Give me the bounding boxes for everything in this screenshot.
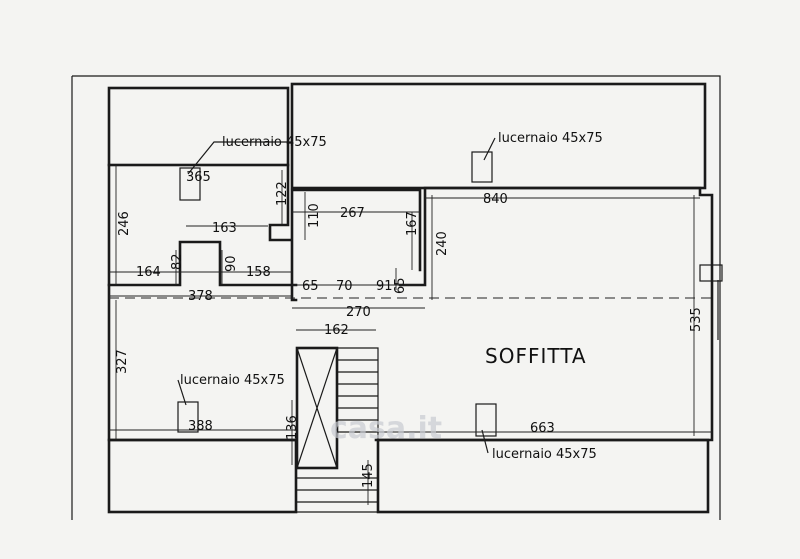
dim-90: 90 [224,255,239,272]
dim-122: 122 [275,181,290,206]
dim-378: 378 [188,289,213,304]
skylight-3-label: lucernaio 45x75 [180,373,285,388]
dim-840: 840 [483,192,508,207]
dim-70: 70 [336,279,353,294]
outer-outline [71,75,721,520]
right-window-jamb [711,280,719,340]
leader-2 [483,137,496,161]
dim-167: 167 [405,211,420,236]
skylight-2-label: lucernaio 45x75 [498,131,603,146]
dimension-lines [109,165,712,505]
skylight-4-label: lucernaio 45x75 [492,447,597,462]
dim-327: 327 [115,349,130,374]
skylight-3-frame [177,401,199,433]
leader-4 [481,429,489,454]
dim-136: 136 [285,415,300,440]
skylight-4-frame [475,403,497,437]
dim-267: 267 [340,206,365,221]
dim-145: 145 [361,463,376,488]
dim-65-left: 65 [302,279,319,294]
right-window-box [699,264,723,282]
dim-246: 246 [117,211,132,236]
eave-bottom-left [107,438,298,514]
room-label: SOFFITTA [485,344,587,368]
dim-91: 91 [376,279,393,294]
dim-365: 365 [186,170,211,185]
dim-163: 163 [212,221,237,236]
skylight-1-frame [179,167,201,201]
dim-663: 663 [530,421,555,436]
watermark: casa.it [330,411,442,446]
dim-110: 110 [307,203,322,228]
skylight-2-frame [471,151,493,183]
leader-1 [187,141,292,175]
dim-535: 535 [689,307,704,332]
dim-82: 82 [170,253,185,270]
dim-164: 164 [136,265,161,280]
eave-top-left [107,86,290,167]
upper-left-walls [107,163,422,302]
skylight-1-label: lucernaio 45x75 [222,135,327,150]
dim-240: 240 [435,231,450,256]
dim-388: 388 [188,419,213,434]
dim-162: 162 [324,323,349,338]
dim-270: 270 [346,305,371,320]
dim-158: 158 [246,265,271,280]
leader-3 [177,379,187,406]
stair-treads [295,347,379,513]
dim-65-right: 65 [393,277,408,294]
stair-void-cross [296,347,338,469]
